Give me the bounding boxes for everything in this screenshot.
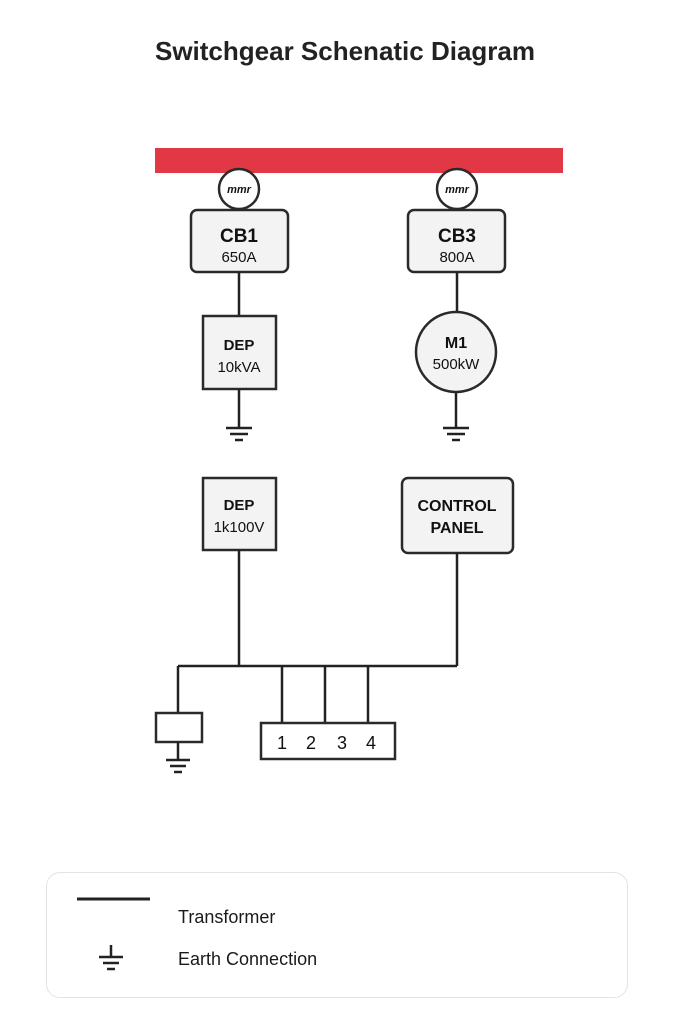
terminal-3: 3 xyxy=(337,733,347,753)
svg-text:10kVA: 10kVA xyxy=(217,359,260,376)
legend-icons xyxy=(77,897,150,971)
dep-transformer: DEP 10kVA xyxy=(201,314,278,391)
meter-cb1: mmr xyxy=(217,167,261,211)
earth-icon xyxy=(99,945,123,971)
breaker-cb3: CB3 800A xyxy=(406,208,507,274)
earth-terminal xyxy=(154,711,204,774)
svg-text:800A: 800A xyxy=(439,249,474,266)
meter-cb3: mmr xyxy=(435,167,479,211)
legend: Transformer Earth Connection xyxy=(46,872,628,998)
svg-text:DEP: DEP xyxy=(224,337,255,354)
dep-transformer-2: DEP 1k100V xyxy=(201,476,278,552)
terminal-2: 2 xyxy=(306,733,316,753)
motor-m1: M1 500kW xyxy=(414,310,498,394)
svg-text:500kW: 500kW xyxy=(433,356,481,373)
earth-icon xyxy=(226,389,252,442)
breaker-cb1: CB1 650A xyxy=(189,208,290,274)
svg-text:CONTROL: CONTROL xyxy=(417,498,496,515)
legend-label-transformer: Transformer xyxy=(178,907,276,927)
svg-text:650A: 650A xyxy=(221,249,256,266)
terminal-block: 1 2 3 4 xyxy=(259,721,397,761)
svg-text:DEP: DEP xyxy=(224,497,255,514)
earth-icon xyxy=(443,392,469,442)
svg-text:PANEL: PANEL xyxy=(430,520,483,537)
control-panel: CONTROL PANEL xyxy=(400,476,515,555)
diagram-title: Switchgear Schenatic Diagram xyxy=(154,36,536,66)
legend-label-earth: Earth Connection xyxy=(178,949,318,969)
terminal-1: 1 xyxy=(277,733,287,753)
svg-text:1k100V: 1k100V xyxy=(214,519,265,536)
svg-text:mmr: mmr xyxy=(445,184,470,196)
svg-text:M1: M1 xyxy=(445,335,467,352)
terminal-4: 4 xyxy=(366,733,376,753)
schematic: mmr mmr CB1 650A CB3 800A DEP 10kVA M1 5… xyxy=(154,148,563,774)
svg-text:CB1: CB1 xyxy=(220,226,258,247)
svg-text:mmr: mmr xyxy=(227,184,252,196)
busbar xyxy=(155,148,563,173)
svg-text:CB3: CB3 xyxy=(438,226,476,247)
